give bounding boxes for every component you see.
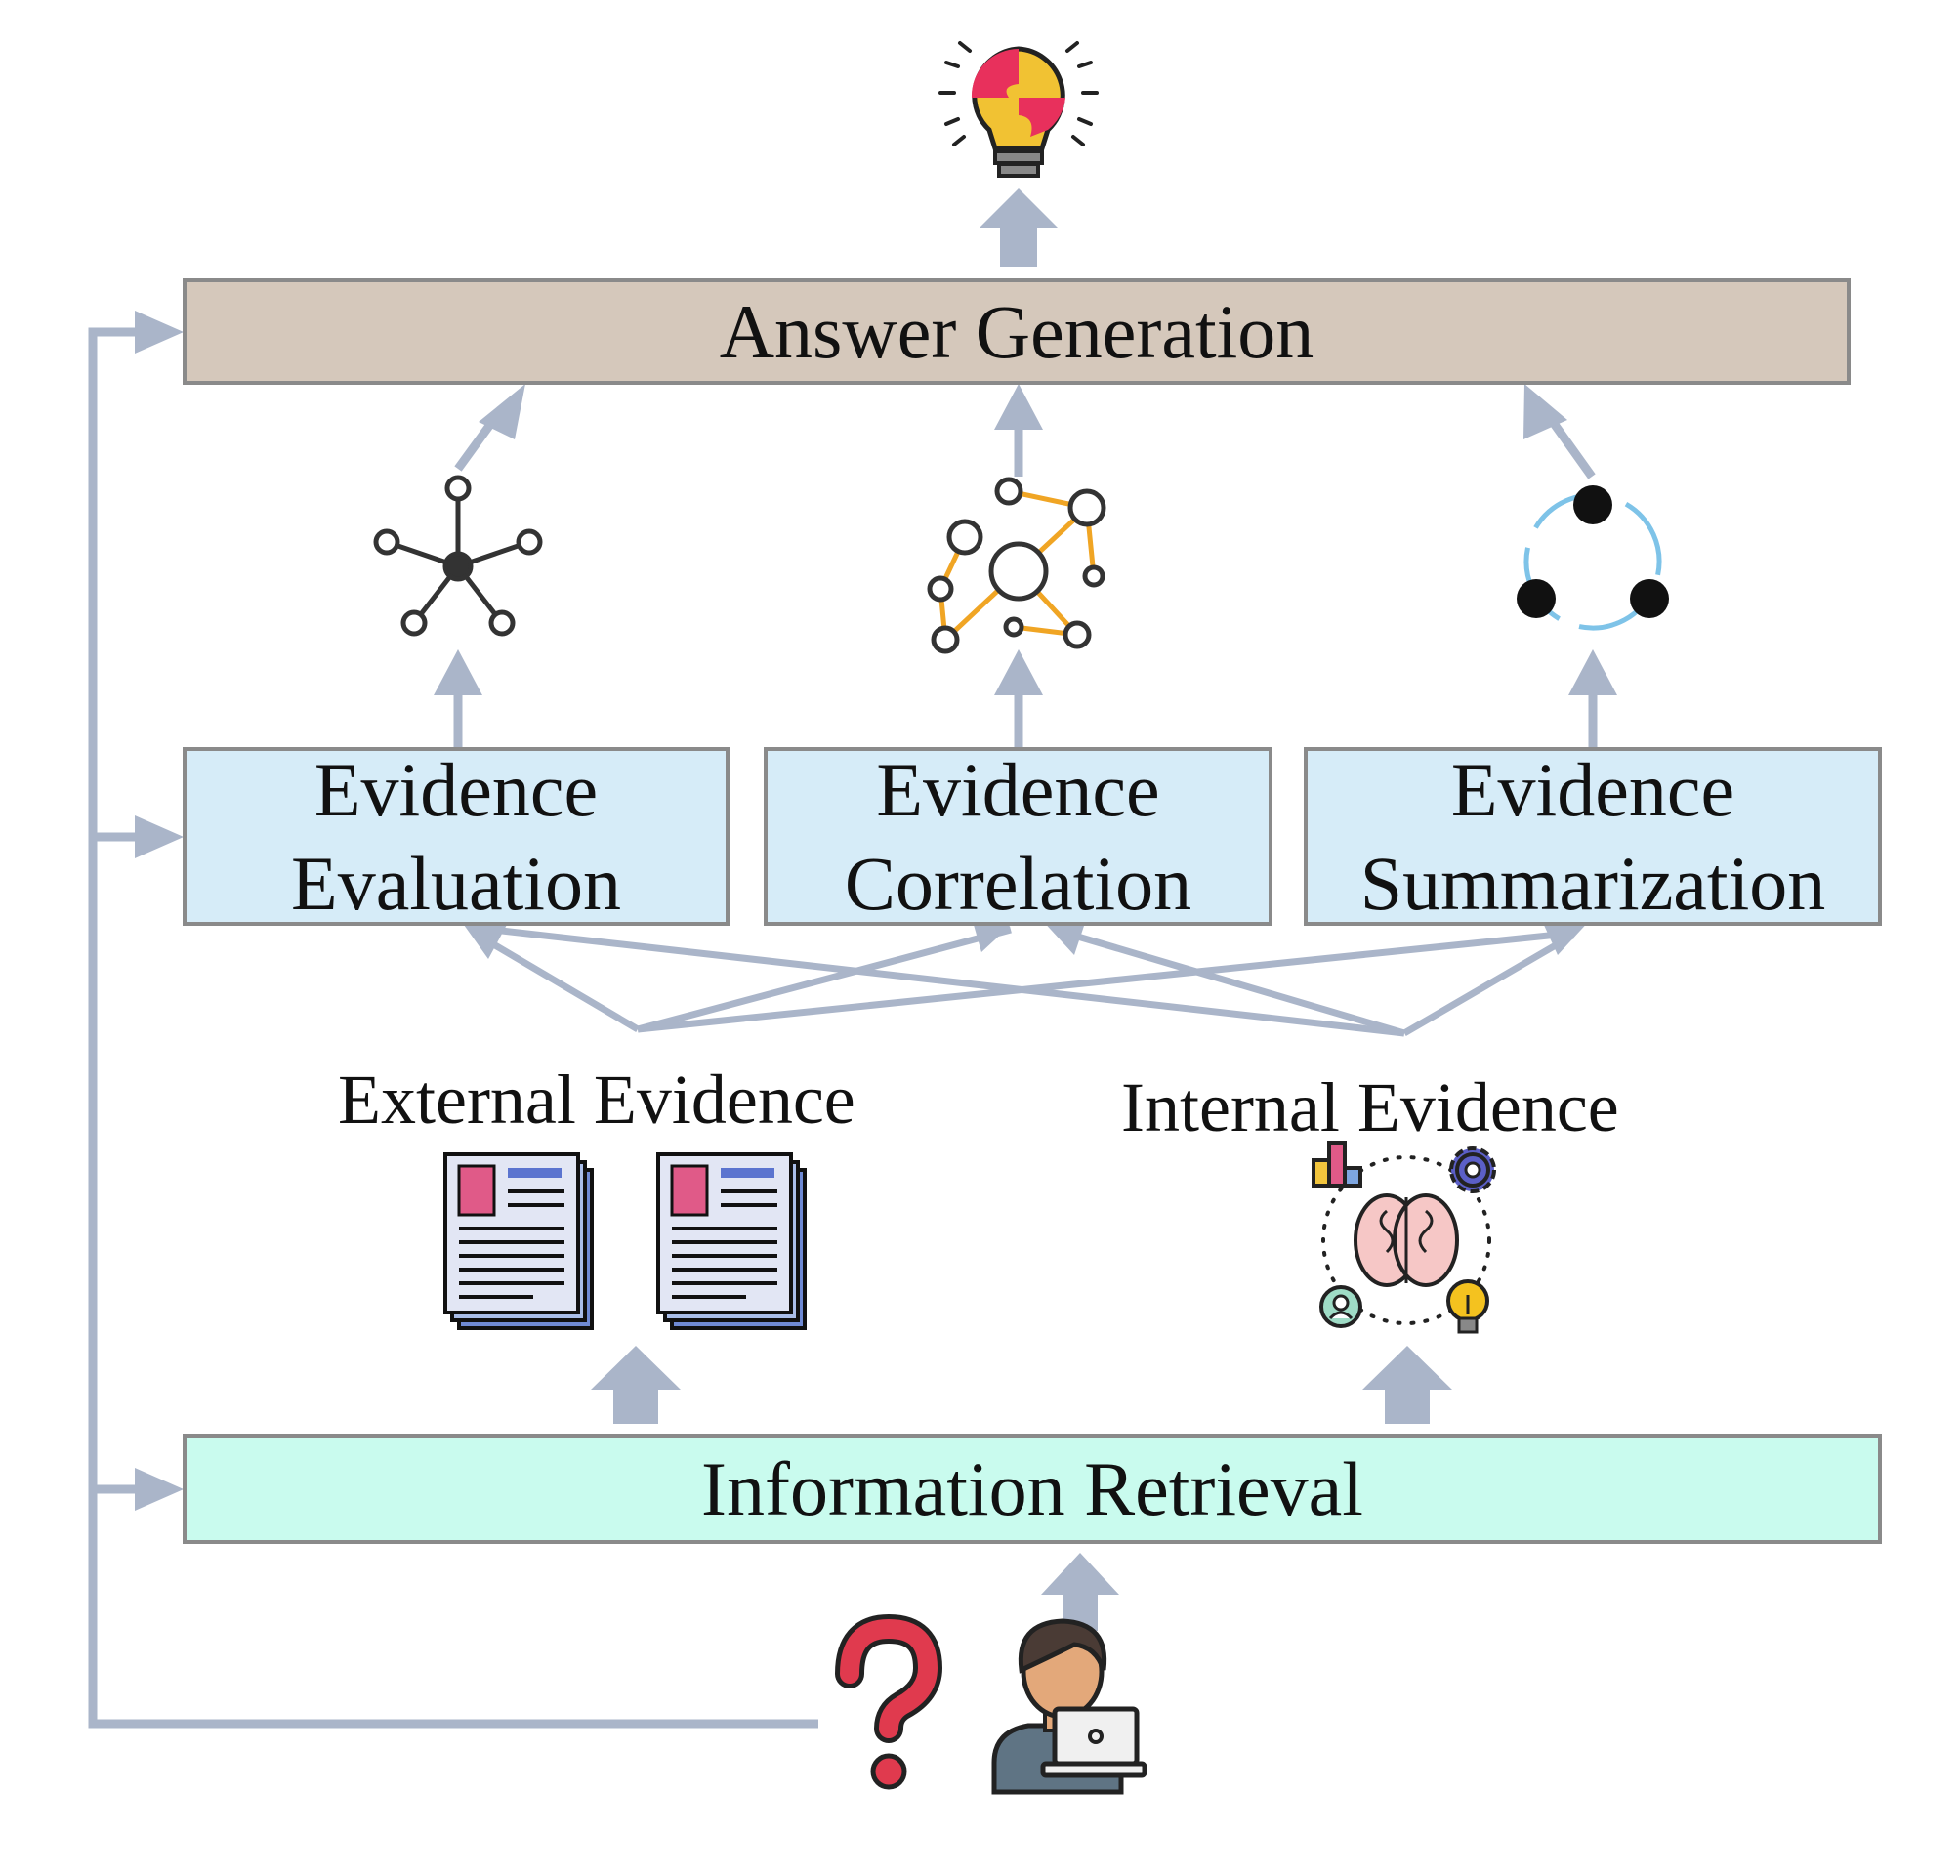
evidence-correlation-label-line1: Evidence xyxy=(876,746,1160,832)
idea-lightbulb-icon xyxy=(938,41,1099,178)
feedback-connector xyxy=(88,327,818,1729)
documents-icon xyxy=(656,1152,807,1330)
question-mark-icon xyxy=(835,1613,943,1790)
evidence-correlation-label-line2: Correlation xyxy=(844,840,1192,926)
documents-icon xyxy=(443,1152,594,1330)
internal-evidence-label: Internal Evidence xyxy=(1121,1068,1619,1146)
evidence-summarization-box: Evidence Summarization xyxy=(1304,747,1882,926)
evidence-summarization-label-line1: Evidence xyxy=(1450,746,1735,832)
information-retrieval-label: Information Retrieval xyxy=(701,1445,1363,1531)
evidence-correlation-box: Evidence Correlation xyxy=(764,747,1272,926)
cycle-dots-icon xyxy=(1517,485,1669,631)
user-laptop-icon xyxy=(991,1618,1147,1795)
answer-generation-label: Answer Generation xyxy=(719,288,1314,374)
evidence-summarization-label-line2: Summarization xyxy=(1359,840,1826,926)
brain-knowledge-icon xyxy=(1312,1141,1496,1334)
evidence-evaluation-label-line1: Evidence xyxy=(313,746,599,832)
evidence-evaluation-box: Evidence Evaluation xyxy=(183,747,730,926)
block-arrows xyxy=(591,188,1452,1631)
answer-generation-box: Answer Generation xyxy=(183,278,1851,385)
hub-network-icon xyxy=(373,475,543,637)
information-retrieval-box: Information Retrieval xyxy=(183,1434,1882,1544)
evidence-evaluation-label-line2: Evaluation xyxy=(291,840,621,926)
graph-network-icon xyxy=(927,477,1106,654)
evidence-arrowheads xyxy=(434,384,1617,695)
external-evidence-label: External Evidence xyxy=(338,1061,855,1139)
feedback-arrowheads xyxy=(135,311,184,1511)
cross-arrows xyxy=(477,926,1574,1037)
